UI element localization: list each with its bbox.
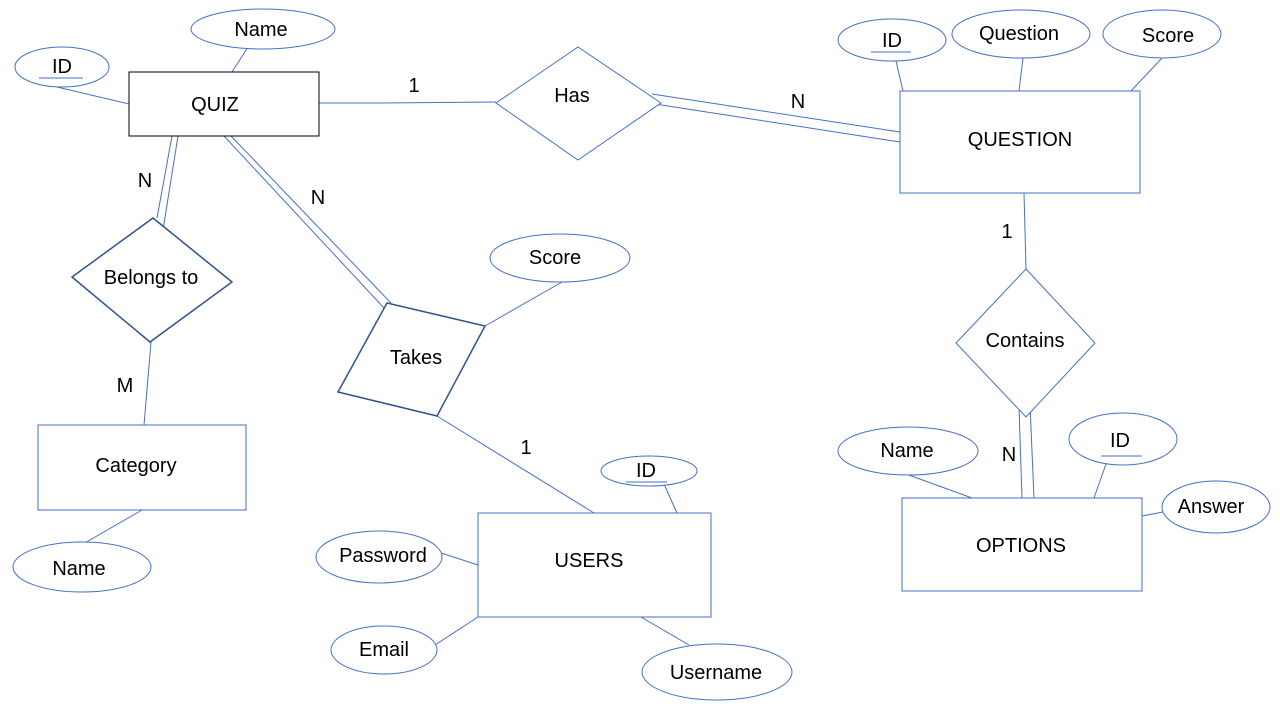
attribute-users-email: Email <box>330 625 438 675</box>
connector-belongs-category <box>143 341 152 426</box>
attribute-category-name: Name <box>12 541 152 593</box>
attribute-options-answer: Answer <box>1161 480 1271 534</box>
connector-quiz-name <box>231 46 249 73</box>
attribute-takes-score: Score <box>489 233 631 283</box>
relationship-belongs-to-label: Belongs to <box>104 267 199 289</box>
attribute-options-answer-label: Answer <box>1178 496 1245 518</box>
connector-quiz-takes-a <box>223 135 385 309</box>
entity-category-label: Category <box>95 455 176 477</box>
connector-has-question-b <box>654 103 901 143</box>
attribute-question-score-label: Score <box>1142 25 1194 47</box>
entity-quiz-label: QUIZ <box>191 94 239 116</box>
attribute-quiz-id-label: ID <box>52 56 72 78</box>
relationship-has-label: Has <box>554 85 590 107</box>
attribute-question-question-label: Question <box>979 23 1059 45</box>
entity-options-label: OPTIONS <box>976 535 1066 557</box>
connector-contains-options-a <box>1018 407 1023 499</box>
attribute-options-name: Name <box>837 426 979 476</box>
connector-question-id <box>895 60 904 92</box>
connector-has-question-a <box>651 93 901 133</box>
connector-users-id <box>663 483 678 514</box>
connectors <box>56 46 1164 646</box>
connector-takes-score <box>484 281 563 327</box>
cardinality-belongs-category: M <box>117 375 134 397</box>
entity-question-label: QUESTION <box>968 129 1072 151</box>
attribute-options-id-label: ID <box>1110 430 1130 452</box>
attribute-users-password-label: Password <box>339 545 427 567</box>
attribute-users-id-label: ID <box>636 460 656 482</box>
cardinality-takes-users: 1 <box>520 437 531 459</box>
connector-quiz-takes-b <box>230 135 392 304</box>
relationship-takes-label: Takes <box>390 347 442 369</box>
attribute-category-name-label: Name <box>52 558 105 580</box>
connector-users-email <box>434 616 479 646</box>
connector-contains-options-b <box>1029 404 1035 499</box>
cardinality-labels: 1 N N M N 1 1 N <box>117 75 1017 466</box>
attribute-users-username: Username <box>641 643 793 701</box>
connector-quiz-belongs-b <box>162 135 179 231</box>
connector-category-name <box>82 509 143 545</box>
connector-question-score <box>1130 57 1163 92</box>
cardinality-quiz-belongs: N <box>138 170 152 192</box>
cardinality-question-contains: 1 <box>1001 221 1012 243</box>
attribute-quiz-name-label: Name <box>234 19 287 41</box>
attribute-options-id: ID <box>1068 412 1178 466</box>
attribute-options-name-label: Name <box>880 440 933 462</box>
connector-options-name <box>905 473 973 499</box>
cardinality-contains-options: N <box>1002 444 1016 466</box>
attribute-quiz-name: Name <box>190 8 336 50</box>
attribute-question-score: Score <box>1102 9 1222 59</box>
connector-quiz-has <box>319 101 497 104</box>
relationship-takes: Takes <box>336 302 487 417</box>
relationship-contains: Contains <box>955 268 1096 418</box>
attribute-users-username-label: Username <box>670 662 762 684</box>
connector-takes-users <box>436 415 595 514</box>
connector-question-question <box>1018 57 1024 92</box>
entity-category: Category <box>37 424 247 511</box>
entity-users: USERS <box>477 512 712 618</box>
relationship-has: Has <box>495 46 662 161</box>
attribute-users-id: ID <box>600 455 698 487</box>
attribute-question-question: Question <box>951 9 1091 59</box>
connector-options-id <box>1093 463 1107 499</box>
connector-quiz-belongs-a <box>156 135 173 219</box>
entity-options: OPTIONS <box>901 497 1143 592</box>
attribute-users-password: Password <box>315 530 443 584</box>
attribute-takes-score-label: Score <box>529 247 581 269</box>
cardinality-has-question: N <box>791 91 805 113</box>
connector-users-username <box>640 616 690 646</box>
connector-users-password <box>440 552 479 566</box>
entity-users-label: USERS <box>555 550 624 572</box>
attribute-quiz-id: ID <box>14 46 110 88</box>
cardinality-quiz-has: 1 <box>408 75 419 97</box>
cardinality-quiz-takes: N <box>311 187 325 209</box>
attribute-question-id-label: ID <box>882 30 902 52</box>
entity-quiz: QUIZ <box>128 71 320 137</box>
entity-question: QUESTION <box>899 90 1141 194</box>
relationship-belongs-to: Belongs to <box>70 217 234 343</box>
connector-options-answer <box>1141 511 1164 517</box>
connector-quiz-id <box>56 86 130 105</box>
relationship-contains-label: Contains <box>986 330 1065 352</box>
attribute-question-id: ID <box>837 18 947 62</box>
connector-question-contains <box>1023 192 1027 270</box>
attribute-users-email-label: Email <box>359 639 409 661</box>
